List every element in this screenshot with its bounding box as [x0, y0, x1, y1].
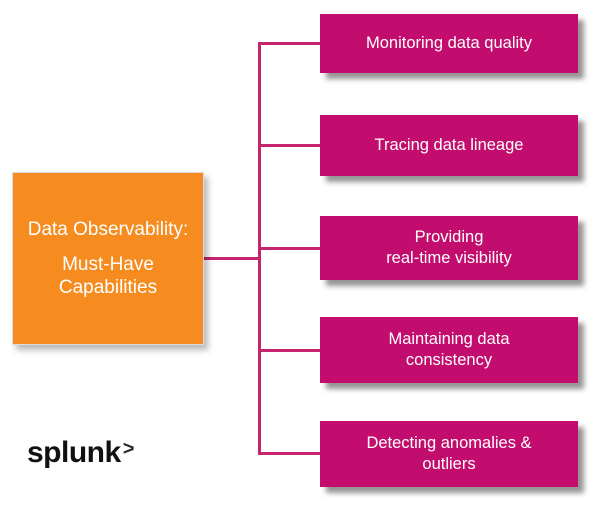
capability-box-data-consistency: Maintaining data consistency [320, 317, 578, 383]
capability-label: Tracing data lineage [374, 136, 524, 155]
capability-box-tracing-data-lineage: Tracing data lineage [320, 115, 578, 176]
main-topic-subtitle: Must-Have Capabilities [58, 253, 158, 299]
splunk-wordmark: splunk [27, 436, 121, 469]
capability-box-anomalies-outliers: Detecting anomalies & outliers [320, 421, 578, 487]
capability-label: Monitoring data quality [365, 34, 532, 53]
main-topic-box: Data Observability: Must-Have Capabiliti… [12, 172, 204, 345]
capability-label: Maintaining data consistency [388, 330, 510, 369]
connector-branch-5 [258, 452, 322, 455]
capability-box-real-time-visibility: Providing real-time visibility [320, 216, 578, 280]
connector-branch-1 [258, 42, 322, 45]
capability-label: Providing real-time visibility [386, 228, 512, 267]
connector-branch-4 [258, 349, 322, 352]
capability-label: Detecting anomalies & outliers [366, 434, 532, 473]
connector-branch-2 [258, 144, 322, 147]
splunk-chevron-icon: > [122, 438, 135, 460]
connector-main-to-spine [202, 257, 261, 260]
splunk-logo: splunk > [27, 438, 134, 468]
main-topic-title: Data Observability: [27, 218, 189, 240]
connector-branch-3 [258, 247, 322, 250]
capability-box-monitoring-data-quality: Monitoring data quality [320, 14, 578, 73]
